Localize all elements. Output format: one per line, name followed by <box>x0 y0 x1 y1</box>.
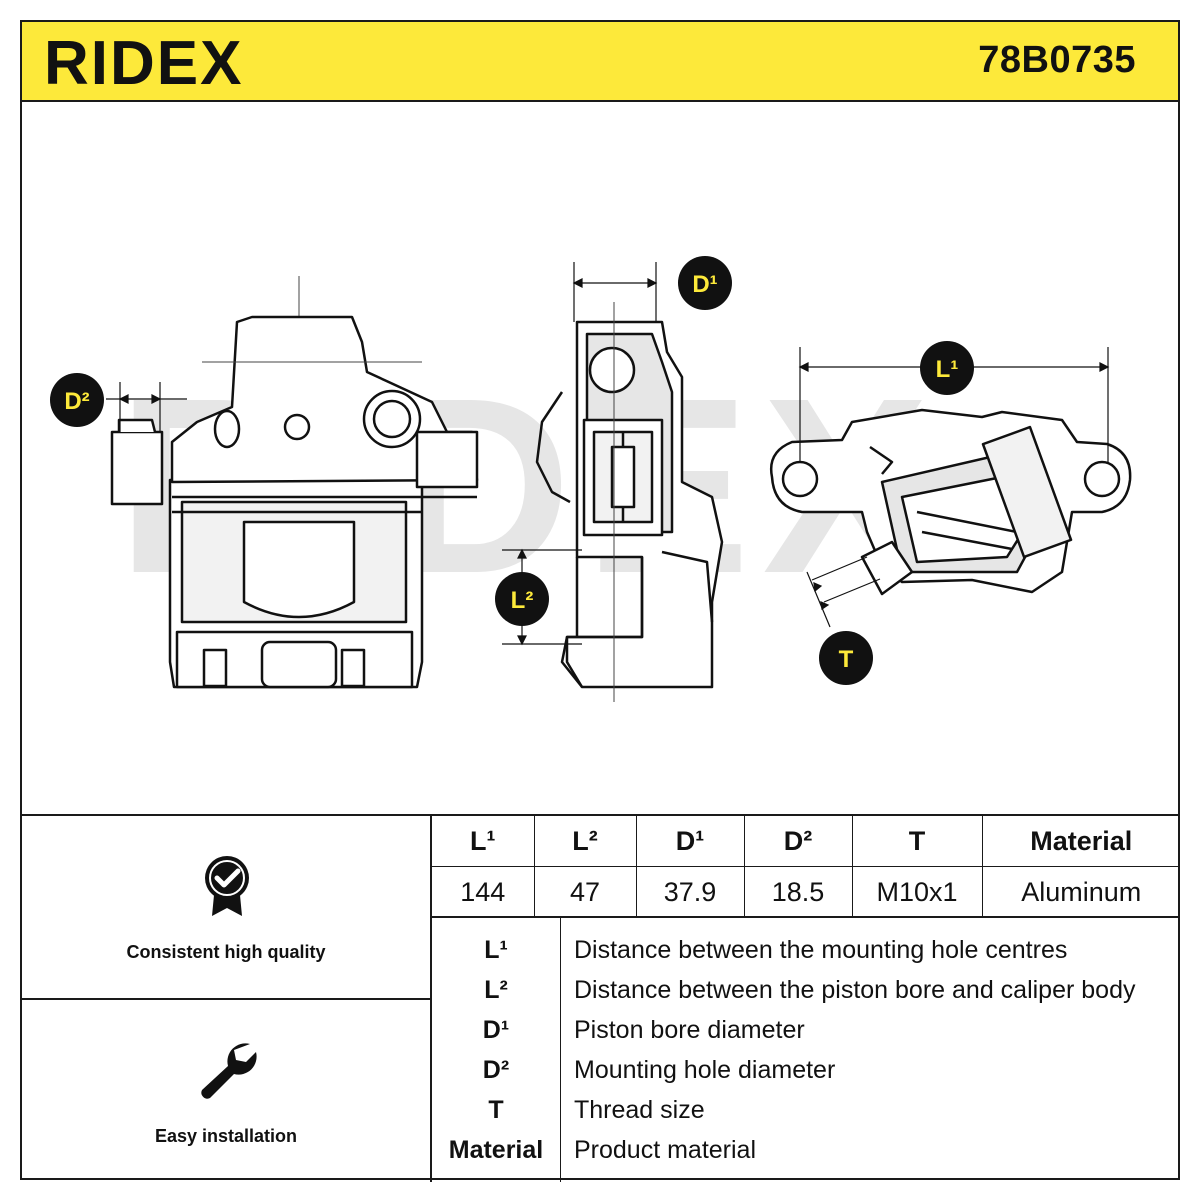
legend-description: Distance between the piston bore and cal… <box>574 976 1136 1004</box>
spec-header: D¹ <box>635 816 745 867</box>
svg-text:T: T <box>839 646 854 673</box>
badge-d1: D¹ <box>678 256 732 310</box>
feature-quality: Consistent high quality <box>22 816 430 1000</box>
spec-value: 144 <box>432 866 535 918</box>
legend-key: D² <box>482 1056 510 1084</box>
technical-drawing: RIDEX <box>22 102 1178 814</box>
legend-key: T <box>488 1096 504 1124</box>
spec-value: Aluminum <box>981 866 1180 918</box>
legend-row: D¹ Piston bore diameter <box>432 1010 1180 1050</box>
legend-description: Piston bore diameter <box>574 1016 805 1044</box>
feature-label: Easy installation <box>154 1126 298 1146</box>
legend: L¹ Distance between the mounting hole ce… <box>432 916 1180 1182</box>
spec-value: 18.5 <box>743 866 853 918</box>
spec-header-row: L¹ L² D¹ D² T Material <box>432 816 1180 867</box>
part-number: 78B0735 <box>978 39 1136 81</box>
legend-key: L² <box>484 976 508 1004</box>
caliper-drawing: RIDEX <box>50 256 1132 702</box>
product-sheet: RIDEX 78B0735 RIDEX <box>20 20 1180 1182</box>
legend-row: D² Mounting hole diameter <box>432 1050 1180 1090</box>
quality-badge-icon <box>205 856 249 916</box>
legend-description: Mounting hole diameter <box>574 1056 836 1084</box>
spec-value: M10x1 <box>851 866 983 918</box>
dimension-d1 <box>572 262 658 322</box>
legend-row: Material Product material <box>432 1130 1180 1170</box>
spec-header: D² <box>743 816 853 867</box>
spec-value: 47 <box>533 866 637 918</box>
svg-text:D¹: D¹ <box>692 271 717 298</box>
badge-d2: D² <box>50 373 104 427</box>
spec-table: L¹ L² D¹ D² T Material 144 47 37.9 18.5 … <box>432 816 1180 918</box>
svg-text:L²: L² <box>511 587 534 614</box>
legend-row: L¹ Distance between the mounting hole ce… <box>432 930 1180 970</box>
dimension-t <box>806 556 881 628</box>
ridex-logo: RIDEX <box>44 32 243 92</box>
spec-value-row: 144 47 37.9 18.5 M10x1 Aluminum <box>432 866 1180 918</box>
caliper-front-view <box>110 276 479 689</box>
header-bar: RIDEX 78B0735 <box>22 22 1178 102</box>
spec-header: Material <box>981 816 1180 867</box>
legend-divider <box>560 918 561 1182</box>
caliper-top-view <box>769 408 1132 596</box>
badge-l1: L¹ <box>920 341 974 395</box>
legend-key: Material <box>448 1136 544 1164</box>
legend-description: Thread size <box>574 1096 705 1124</box>
legend-key: L¹ <box>484 936 508 964</box>
legend-row: L² Distance between the piston bore and … <box>432 970 1180 1010</box>
feature-installation: Easy installation <box>22 1000 430 1182</box>
feature-label: Consistent high quality <box>126 942 326 962</box>
spec-header: L² <box>533 816 637 867</box>
spec-value: 37.9 <box>635 866 745 918</box>
svg-text:D²: D² <box>64 388 89 415</box>
legend-description: Distance between the mounting hole centr… <box>574 936 1068 964</box>
spec-header: L¹ <box>432 816 535 867</box>
legend-key: D¹ <box>482 1016 510 1044</box>
badge-t: T <box>819 631 873 685</box>
wrench-icon <box>201 1043 257 1099</box>
dimension-d2 <box>106 382 187 432</box>
badge-l2: L² <box>495 572 549 626</box>
legend-description: Product material <box>574 1136 757 1164</box>
info-section: Consistent high quality Easy installatio… <box>22 814 1180 1182</box>
caliper-section-view <box>535 320 724 689</box>
svg-text:L¹: L¹ <box>936 356 959 383</box>
legend-row: T Thread size <box>432 1090 1180 1130</box>
spec-header: T <box>851 816 983 867</box>
brand-name: RIDEX <box>44 32 243 92</box>
features-panel: Consistent high quality Easy installatio… <box>22 816 432 1182</box>
